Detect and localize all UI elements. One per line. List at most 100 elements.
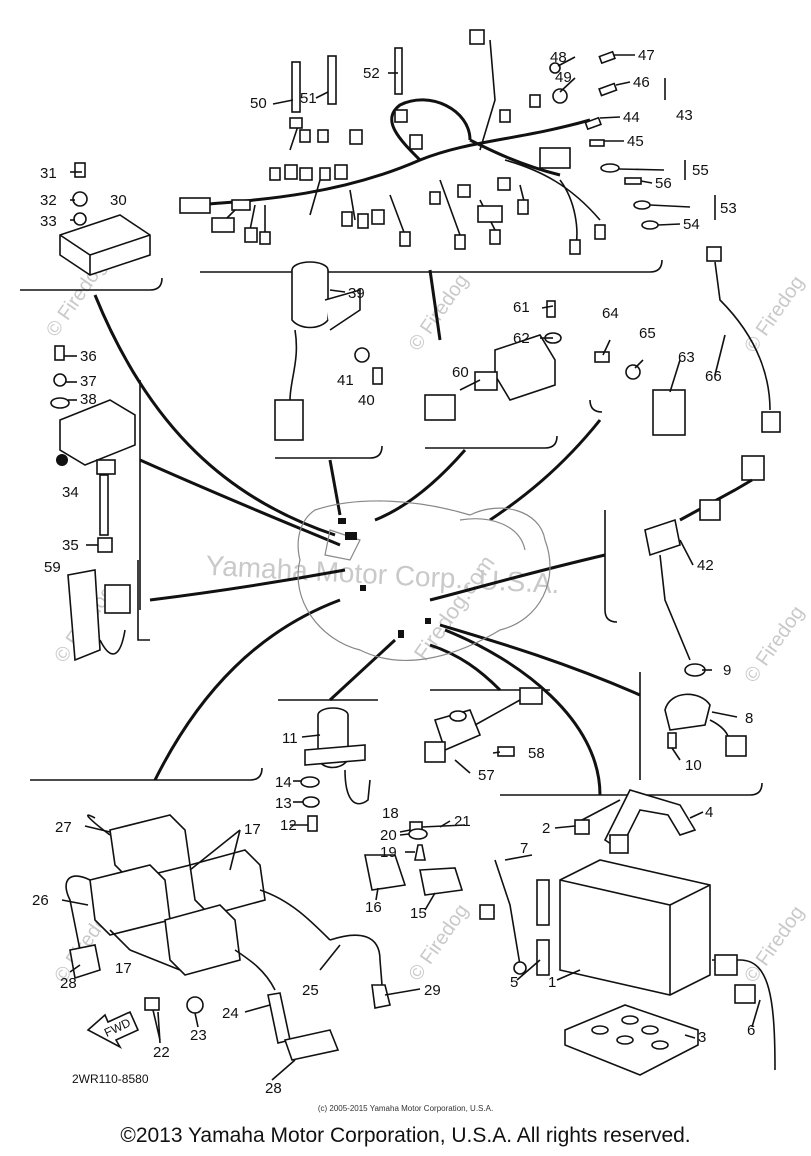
label-part-17a: 17 xyxy=(244,821,261,838)
part-63-66-group xyxy=(594,246,781,436)
label-part-22: 22 xyxy=(153,1044,170,1061)
label-part-41: 41 xyxy=(337,372,354,389)
label-part-10: 10 xyxy=(685,757,702,774)
label-part-32: 32 xyxy=(40,192,57,209)
label-part-49: 49 xyxy=(555,69,572,86)
label-part-40: 40 xyxy=(358,392,375,409)
label-part-4: 4 xyxy=(705,804,713,821)
wire-harness xyxy=(179,29,659,255)
label-part-9: 9 xyxy=(723,662,731,679)
label-part-44: 44 xyxy=(623,109,640,126)
label-part-21: 21 xyxy=(454,813,471,830)
label-part-66: 66 xyxy=(705,368,722,385)
label-part-2: 2 xyxy=(542,820,550,837)
label-part-7: 7 xyxy=(520,840,528,857)
footer-small-copyright: (c) 2005-2015 Yamaha Motor Corporation, … xyxy=(317,1104,494,1113)
watermark-site-5: © Firedog xyxy=(740,602,809,687)
part-labels: 31 32 33 30 50 51 52 48 49 47 46 43 44 4… xyxy=(32,47,755,1097)
label-part-27: 27 xyxy=(55,819,72,836)
battery-group xyxy=(479,789,776,1076)
engine-outline xyxy=(297,500,551,661)
bracket-lines xyxy=(20,78,763,796)
label-part-31: 31 xyxy=(40,165,57,182)
label-part-12: 12 xyxy=(280,817,297,834)
label-part-28a: 28 xyxy=(60,975,77,992)
part-15-21-group xyxy=(364,821,466,896)
part-39-group xyxy=(274,261,383,441)
watermark-site-3: © Firedog xyxy=(740,272,809,357)
label-part-30: 30 xyxy=(110,192,127,209)
label-part-65: 65 xyxy=(639,325,656,342)
label-part-3: 3 xyxy=(698,1029,706,1046)
label-part-6: 6 xyxy=(747,1022,755,1039)
label-part-55: 55 xyxy=(692,162,709,179)
label-part-52: 52 xyxy=(363,65,380,82)
label-part-20: 20 xyxy=(380,827,397,844)
part-42-group xyxy=(644,455,765,661)
label-part-38: 38 xyxy=(80,391,97,408)
label-part-26: 26 xyxy=(32,892,49,909)
label-part-14: 14 xyxy=(275,774,292,791)
diagram-code: 2WR110-8580 xyxy=(72,1072,149,1086)
label-part-56: 56 xyxy=(655,175,672,192)
part-52-shape xyxy=(394,47,403,95)
label-part-60: 60 xyxy=(452,364,469,381)
label-part-23: 23 xyxy=(190,1027,207,1044)
label-part-39: 39 xyxy=(348,285,365,302)
label-part-13: 13 xyxy=(275,795,292,812)
label-part-46: 46 xyxy=(633,74,650,91)
label-part-15: 15 xyxy=(410,905,427,922)
label-part-42: 42 xyxy=(697,557,714,574)
part-51-shape xyxy=(327,55,337,105)
label-part-47: 47 xyxy=(638,47,655,64)
watermark-center: Yamaha Motor Corp., U.S.A. xyxy=(205,550,560,599)
label-part-34: 34 xyxy=(62,484,79,501)
label-part-25: 25 xyxy=(302,982,319,999)
label-part-48: 48 xyxy=(550,49,567,66)
part-34-group xyxy=(50,345,136,553)
label-part-37: 37 xyxy=(80,373,97,390)
label-part-28b: 28 xyxy=(265,1080,282,1097)
part-57-58-group xyxy=(424,687,543,763)
label-part-53: 53 xyxy=(720,200,737,217)
label-part-1: 1 xyxy=(548,974,556,991)
label-part-43: 43 xyxy=(676,107,693,124)
label-part-57: 57 xyxy=(478,767,495,784)
part-50-shape xyxy=(291,61,301,113)
label-part-19: 19 xyxy=(380,844,397,861)
label-part-59: 59 xyxy=(44,559,61,576)
label-part-5: 5 xyxy=(510,974,518,991)
fwd-arrow: FWD xyxy=(86,1010,140,1050)
wiring-diagram: Yamaha Motor Corp., U.S.A. Firedog.com ©… xyxy=(20,29,809,1097)
label-part-51: 51 xyxy=(300,90,317,107)
part-30-group xyxy=(59,162,151,276)
label-part-64: 64 xyxy=(602,305,619,322)
label-part-61: 61 xyxy=(513,299,530,316)
part-8-10-group xyxy=(664,663,747,757)
label-part-62: 62 xyxy=(513,330,530,347)
label-part-18: 18 xyxy=(382,805,399,822)
watermark-site-2: © Firedog xyxy=(404,270,473,355)
label-part-33: 33 xyxy=(40,213,57,230)
part-59-group xyxy=(67,569,131,662)
label-part-54: 54 xyxy=(683,216,700,233)
label-part-45: 45 xyxy=(627,133,644,150)
footer-copyright: ©2013 Yamaha Motor Corporation, U.S.A. A… xyxy=(120,1124,691,1147)
ignition-coils-group xyxy=(65,814,391,1061)
part-60-group xyxy=(424,300,562,421)
leader-lines xyxy=(61,54,761,1081)
label-part-17b: 17 xyxy=(115,960,132,977)
label-part-63: 63 xyxy=(678,349,695,366)
label-part-24: 24 xyxy=(222,1005,239,1022)
label-part-16: 16 xyxy=(365,899,382,916)
label-part-11: 11 xyxy=(282,730,298,747)
watermark-site-8: © Firedog xyxy=(740,902,809,987)
label-part-29: 29 xyxy=(424,982,441,999)
label-part-58: 58 xyxy=(528,745,545,762)
label-part-35: 35 xyxy=(62,537,79,554)
assembly-arrows xyxy=(93,269,641,796)
label-part-8: 8 xyxy=(745,710,753,727)
label-part-50: 50 xyxy=(250,95,267,112)
part-11-14-group xyxy=(300,707,371,832)
label-part-36: 36 xyxy=(80,348,97,365)
